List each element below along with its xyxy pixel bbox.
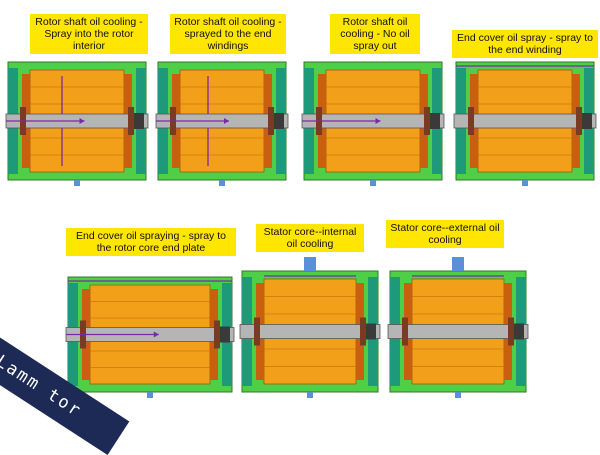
panel-label: Stator core--internal oil cooling	[256, 224, 364, 252]
motor-cross-section	[155, 61, 289, 186]
oil-outlet	[455, 392, 461, 398]
diagram-rotor-interior-spray: Rotor shaft oil cooling - Spray into the…	[2, 8, 152, 188]
oil-arrowhead	[79, 118, 85, 124]
rotor-shaft	[239, 324, 381, 339]
oil-inlet	[304, 257, 316, 271]
left-bearing	[254, 317, 260, 346]
motor-cross-section	[453, 61, 597, 186]
motor-cross-section	[65, 276, 235, 398]
panel-label: Rotor shaft oil cooling - Spray into the…	[30, 14, 148, 54]
motor-cross-section	[387, 257, 529, 398]
oil-outlet	[522, 180, 528, 186]
oil-arrowhead	[224, 118, 229, 124]
diagram-no-oil-spray: Rotor shaft oil cooling - No oil spray o…	[298, 8, 448, 188]
panel-label: Rotor shaft oil cooling - No oil spray o…	[330, 14, 420, 54]
oil-outlet	[74, 180, 80, 186]
oil-outlet	[219, 180, 225, 186]
right-bearing	[268, 107, 274, 135]
oil-outlet	[370, 180, 376, 186]
oil-arrowhead	[153, 331, 159, 338]
diagram-stator-external: Stator core--external oil cooling	[384, 216, 532, 400]
oil-outlet	[147, 392, 153, 398]
diagram-end-winding-spray: Rotor shaft oil cooling - sprayed to the…	[152, 8, 292, 188]
rotor-shaft	[387, 324, 529, 339]
diagram-end-cover-rotor-plate: End cover oil spraying - spray to the ro…	[62, 224, 238, 400]
motor-cross-section	[301, 61, 445, 186]
right-bearing	[128, 107, 134, 135]
right-bearing	[576, 107, 582, 135]
rotor-shaft	[453, 113, 597, 129]
left-bearing	[468, 107, 474, 135]
panel-label: End cover oil spraying - spray to the ro…	[66, 228, 236, 256]
motor-cross-section	[239, 257, 381, 398]
panel-label: End cover oil spray - spray to the end w…	[452, 30, 598, 58]
right-bearing	[360, 317, 366, 346]
right-bearing	[424, 107, 430, 135]
diagram-stator-internal: Stator core--internal oil cooling	[236, 216, 384, 400]
oil-inlet	[452, 257, 464, 271]
oil-outlet	[307, 392, 313, 398]
oil-arrowhead	[375, 118, 381, 124]
motor-cross-section	[5, 61, 149, 186]
panel-label: Stator core--external oil cooling	[386, 220, 504, 248]
right-bearing	[214, 320, 220, 349]
diagram-end-cover-winding: End cover oil spray - spray to the end w…	[450, 8, 600, 188]
left-bearing	[402, 317, 408, 346]
right-bearing	[508, 317, 514, 346]
panel-label: Rotor shaft oil cooling - sprayed to the…	[170, 14, 286, 54]
